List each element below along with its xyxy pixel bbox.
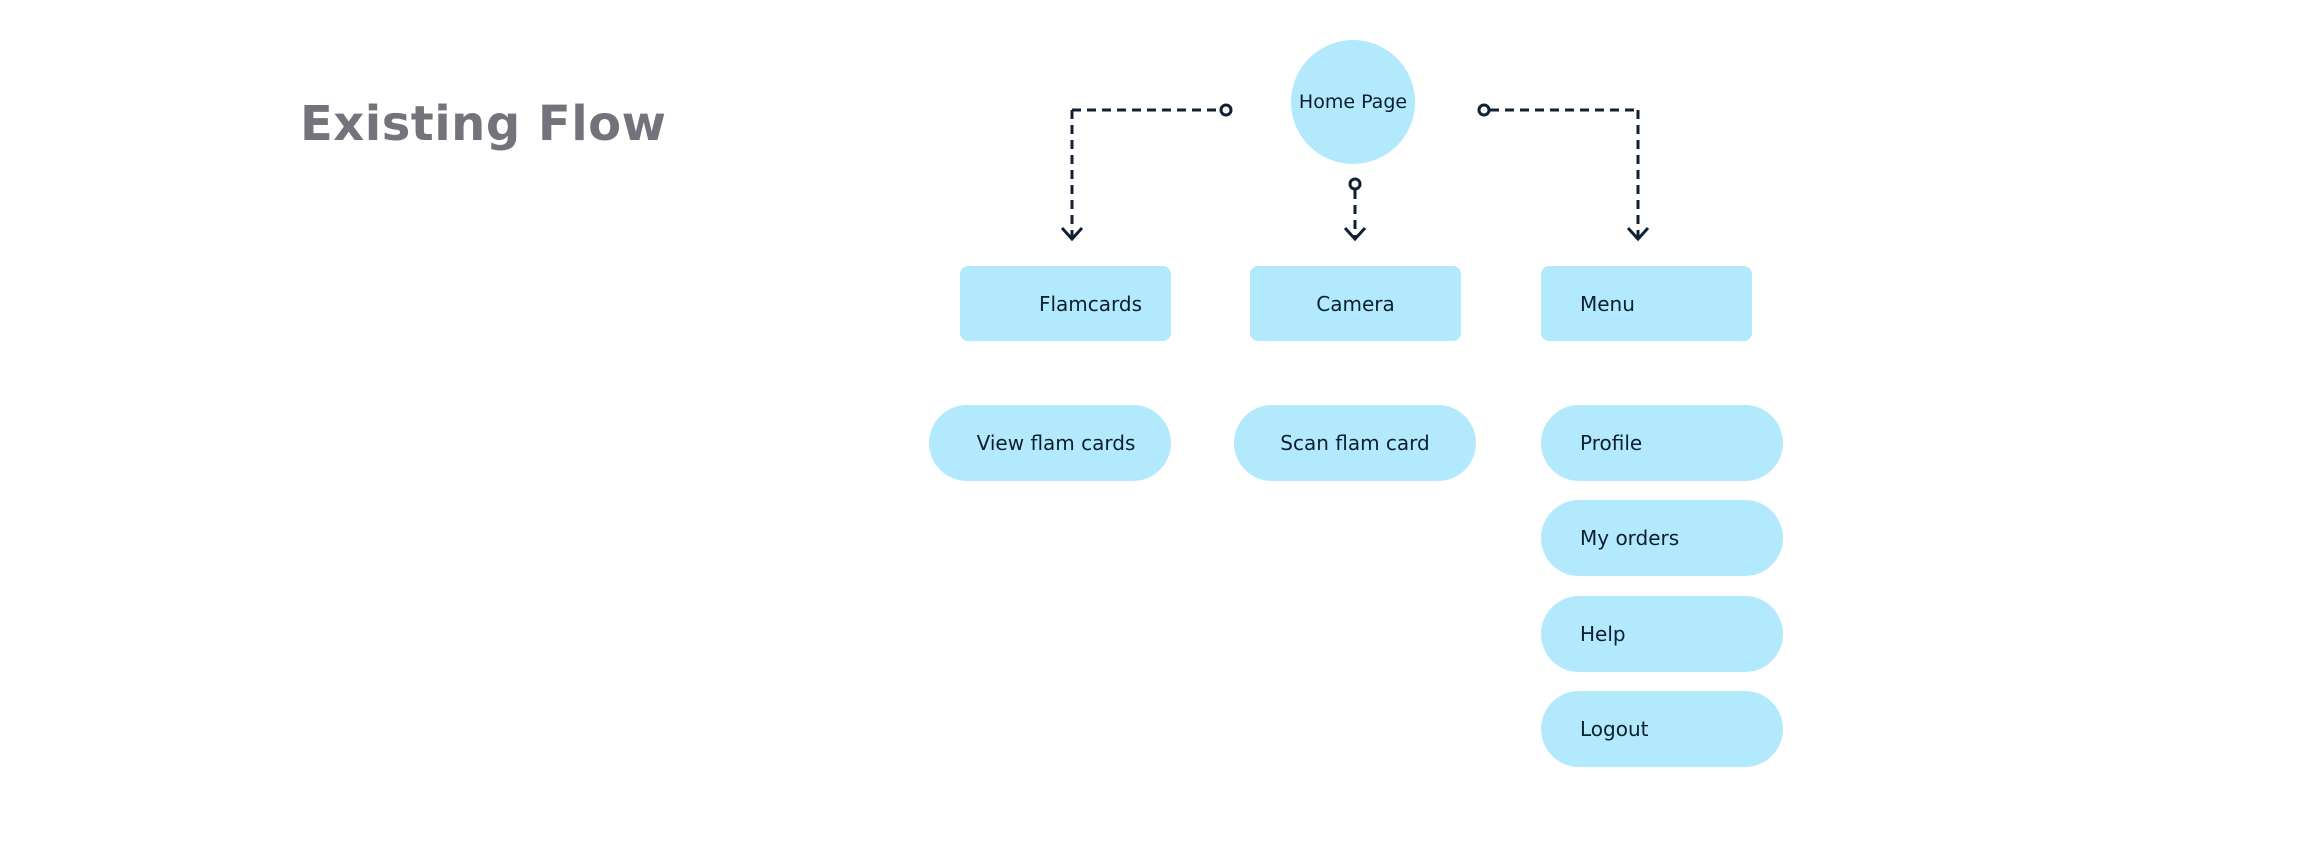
connector-start-dot	[1219, 103, 1233, 117]
page-title: Existing Flow	[300, 96, 667, 152]
node-label: Help	[1580, 622, 1626, 646]
node-label: Flamcards	[1038, 291, 1143, 316]
menu-item-profile[interactable]: Profile	[1541, 405, 1783, 481]
menu-item-logout[interactable]: Logout	[1541, 691, 1783, 767]
node-label: Camera	[1316, 291, 1395, 316]
connector-line	[1070, 108, 1220, 238]
node-label: Logout	[1580, 717, 1649, 741]
camera-node[interactable]: Camera	[1250, 266, 1461, 341]
menu-node[interactable]: Menu	[1541, 266, 1752, 341]
menu-item-help[interactable]: Help	[1541, 596, 1783, 672]
connector-home-to-flamcards	[1060, 103, 1233, 242]
home-page-node[interactable]: Home Page	[1291, 40, 1415, 164]
menu-item-my-orders[interactable]: My orders	[1541, 500, 1783, 576]
connector-home-to-camera	[1343, 177, 1367, 242]
node-label: Menu	[1580, 291, 1635, 316]
view-flam-cards-node[interactable]: View flam cards	[929, 405, 1171, 481]
flamcards-node[interactable]: Flamcards	[960, 266, 1171, 341]
connector-line	[1490, 108, 1640, 238]
arrowhead-icon	[1060, 226, 1084, 242]
scan-flam-card-node[interactable]: Scan flam card	[1234, 405, 1476, 481]
node-label: View flam cards	[976, 431, 1136, 455]
node-label: My orders	[1580, 526, 1680, 550]
connector-home-to-menu	[1477, 103, 1650, 242]
connector-start-dot	[1348, 177, 1362, 191]
node-label: Profile	[1580, 431, 1643, 455]
arrowhead-icon	[1626, 226, 1650, 242]
connector-start-dot	[1477, 103, 1491, 117]
node-label: Scan flam card	[1280, 431, 1430, 455]
arrowhead-icon	[1343, 226, 1367, 242]
